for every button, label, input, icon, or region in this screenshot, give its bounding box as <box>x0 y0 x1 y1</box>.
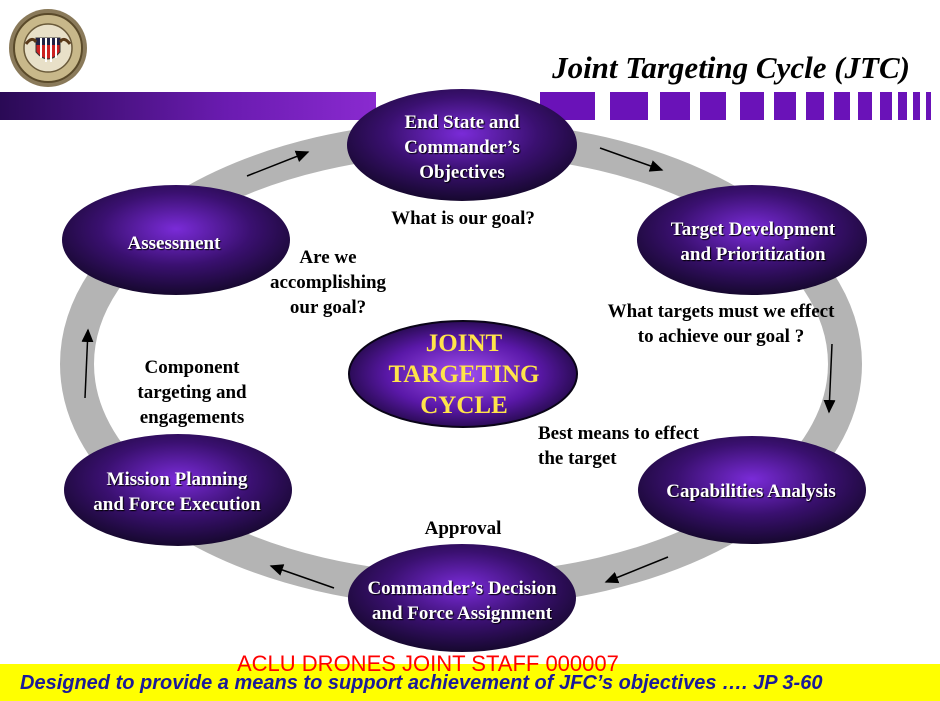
stage-end-state-label: End State and Commander’s Objectives <box>404 112 520 183</box>
stage-capabilities-analysis-label: Capabilities Analysis <box>666 481 836 502</box>
document-stamp: ACLU DRONES JOINT STAFF 000007 <box>237 651 619 676</box>
annotation-best-means: Best means to effect the target <box>538 423 699 469</box>
flow-arrow <box>599 147 664 172</box>
stage-ellipse-mission-planning <box>64 434 292 546</box>
stage-ellipse-target-development <box>637 185 867 295</box>
stage-ellipse-capabilities-analysis <box>638 436 866 544</box>
center-cycle-label: JOINT TARGETING CYCLE <box>388 330 540 419</box>
center-ellipse <box>348 320 578 428</box>
annotation-accomplishing: Are we accomplishing our goal? <box>269 247 387 318</box>
stage-target-development-label: Target Development and Prioritization <box>670 219 836 265</box>
annotation-component: Component targeting and engagements <box>137 357 247 428</box>
annotation-approval: Approval <box>424 518 502 539</box>
annotation-targets: What targets must we effect to achieve o… <box>607 301 835 347</box>
stage-commanders-decision-label: Commander’s Decision and Force Assignmen… <box>367 578 557 624</box>
footer-caption: Designed to provide a means to support a… <box>20 672 823 694</box>
annotation-goal: What is our goal? <box>391 208 535 229</box>
slide-title: Joint Targeting Cycle (JTC) <box>552 50 910 85</box>
stage-ellipse-assessment <box>62 185 290 295</box>
stage-assessment-label: Assessment <box>127 233 221 254</box>
flow-arrow <box>604 556 669 584</box>
header-gradient-bar <box>0 92 376 120</box>
stage-mission-planning-label: Mission Planning and Force Execution <box>93 469 261 515</box>
flow-arrow <box>269 564 335 589</box>
stage-ellipse-end-state <box>347 89 577 201</box>
flow-arrow <box>246 150 310 177</box>
header-square-strip <box>540 92 940 120</box>
footer-bar <box>0 664 940 701</box>
stage-ellipse-commanders-decision <box>348 544 576 652</box>
flow-arrow <box>823 343 836 414</box>
flow-arrow <box>81 328 94 399</box>
joint-chiefs-seal-logo <box>9 9 87 87</box>
